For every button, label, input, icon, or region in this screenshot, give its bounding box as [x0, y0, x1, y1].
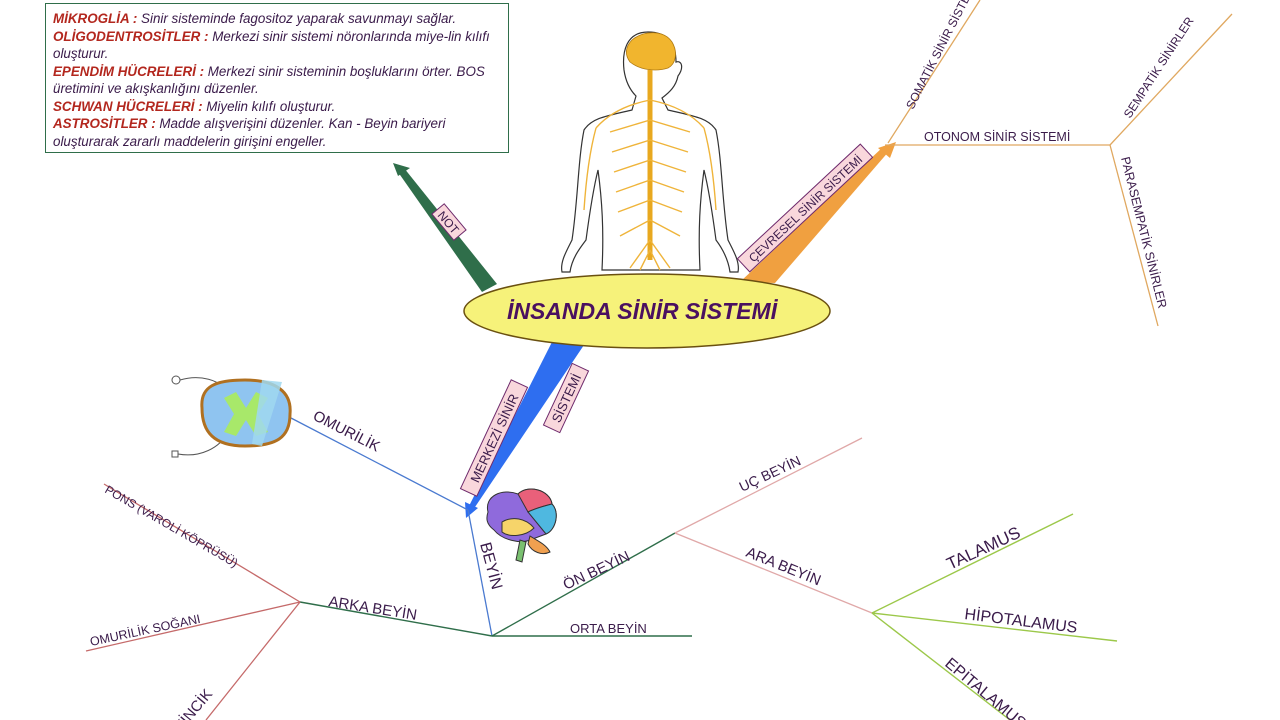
brain-illustration: [486, 488, 557, 563]
note-key: SCHWAN HÜCRELERİ :: [53, 98, 203, 114]
talamus-label: TALAMUS: [944, 523, 1024, 574]
on-beyin-label: ÖN BEYİN: [560, 547, 633, 594]
arka-beyin-label: ARKA BEYİN: [327, 592, 418, 624]
glia-note-box: MİKROGLİA : Sinir sisteminde fagositoz y…: [45, 3, 509, 153]
merkezi-arrow: [468, 342, 586, 510]
pons-label: PONS (VAROLİ KÖPRÜSÜ): [103, 482, 241, 570]
omurilik-label: OMURİLİK: [310, 407, 383, 456]
not-arrowhead: [393, 163, 410, 176]
note-text: Merkezi sinir sisteminin boşluklarını ör…: [53, 63, 485, 97]
cevresel-arrowhead: [878, 142, 896, 158]
note-text: Sinir sisteminde fagositoz yaparak savun…: [137, 11, 457, 26]
note-key: EPENDİM HÜCRELERİ :: [53, 63, 205, 79]
orta-beyin-label: ORTA BEYİN: [570, 621, 647, 636]
note-entry-mikroglia: MİKROGLİA : Sinir sisteminde fagositoz y…: [53, 10, 502, 28]
note-entry-schwan: SCHWAN HÜCRELERİ : Miyelin kılıfı oluştu…: [53, 98, 502, 116]
note-entry-astrositler: ASTROSİTLER : Madde alışverişini düzenle…: [53, 115, 502, 150]
beyincik-label: BEYİNCİK: [157, 685, 216, 720]
cevresel-arrow: [740, 146, 890, 283]
note-entry-oligodentrositler: OLİGODENTROSİTLER : Merkezi sinir sistem…: [53, 28, 502, 63]
peripheral-lines: [885, 0, 1233, 327]
human-nervous-system-illustration: [561, 31, 739, 273]
not-tag: [431, 203, 467, 241]
epitalamus-label: EPİTALAMUS: [941, 654, 1030, 720]
note-text: Madde alışverişini düzenler. Kan - Beyin…: [53, 116, 446, 149]
note-text: Merkezi sinir sistemi nöronlarında miye-…: [53, 28, 490, 62]
note-entry-ependim: EPENDİM HÜCRELERİ : Merkezi sinir sistem…: [53, 63, 502, 98]
title-text: İNSANDA SİNİR SİSTEMİ: [507, 298, 779, 324]
central-lines: [290, 417, 493, 637]
brain-tree-lines-red: [85, 483, 301, 720]
note-key: ASTROSİTLER :: [53, 116, 156, 131]
hipotalamus-label: HİPOTALAMUS: [964, 604, 1079, 637]
somatik-label: SOMATİK SİNİR SİSTEMİ: [903, 0, 979, 111]
otonom-label: OTONOM SİNİR SİSTEMİ: [924, 130, 1070, 144]
cevresel-tag: [736, 143, 874, 273]
merkezi-tag-2: [542, 362, 590, 434]
sempatik-label: SEMPATİK SİNİRLER: [1121, 14, 1197, 121]
brain-tree-lines-lime: [871, 513, 1118, 720]
omurilik-sogani-label: OMURİLİK SOĞANI: [89, 611, 202, 649]
note-key: MİKROGLİA :: [53, 11, 138, 26]
brain-tree-lines-green: [299, 532, 692, 637]
title-ellipse: [463, 273, 831, 349]
cevresel-label: ÇEVRESEL SİNİR SİSTEMİ: [746, 152, 865, 265]
parasempatik-label: PARASEMPATİK SİNİRLER: [1118, 155, 1169, 309]
spinal-cord-illustration: [171, 375, 292, 458]
merkezi-tag-1: [459, 379, 529, 497]
note-key: OLİGODENTROSİTLER :: [53, 28, 209, 44]
brain-tree-lines-pink: [674, 437, 873, 614]
beyin-label: BEYİN: [476, 540, 507, 591]
note-text: Miyelin kılıfı oluşturur.: [202, 98, 336, 114]
